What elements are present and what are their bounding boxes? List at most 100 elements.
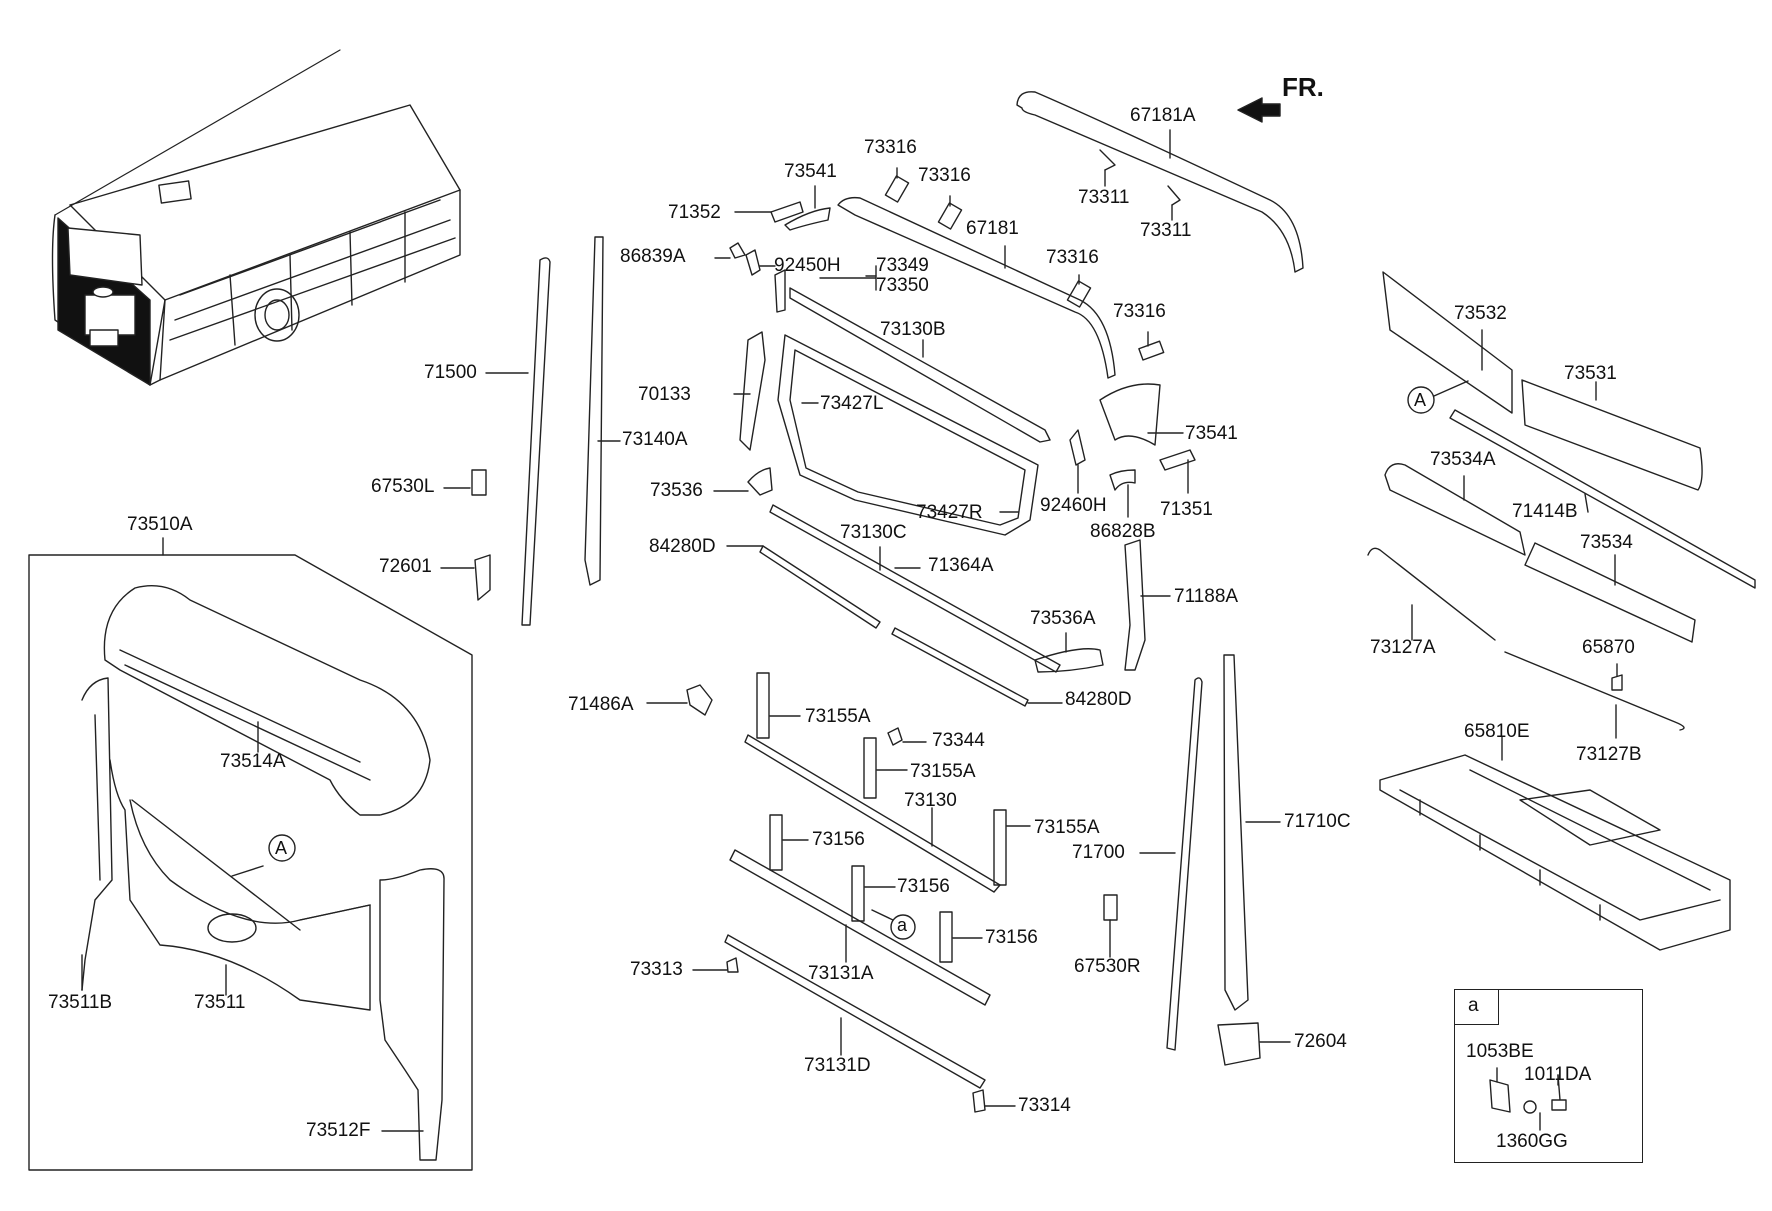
part-label: 73131A <box>808 963 874 984</box>
part-label: 92450H <box>774 255 841 276</box>
part-label: 73534 <box>1580 532 1633 553</box>
part-84280D-left <box>759 545 881 629</box>
part-73534 <box>1524 542 1696 643</box>
part-65810E-frame <box>1379 754 1731 951</box>
part-73156-post-1 <box>769 814 783 871</box>
part-73512F-side <box>379 868 445 1161</box>
part-label: 72601 <box>379 556 432 577</box>
part-73155A-post-3 <box>993 809 1007 886</box>
part-label: 73316 <box>864 137 917 158</box>
group-box-label: 73510A <box>127 514 193 535</box>
part-73127A <box>1367 547 1496 641</box>
part-71710C <box>1223 654 1249 1011</box>
part-label: 71486A <box>568 694 634 715</box>
part-label: 67530L <box>371 476 435 497</box>
part-label: 73531 <box>1564 363 1617 384</box>
part-label: 73313 <box>630 959 683 980</box>
part-label: 73155A <box>805 706 871 727</box>
part-label: 73514A <box>220 751 286 772</box>
part-label: 73534A <box>1430 449 1496 470</box>
ref-circle-a-mid <box>890 914 916 940</box>
ref-circle-A-right <box>1407 386 1435 414</box>
part-label: 73130 <box>904 790 957 811</box>
part-label: 73155A <box>910 761 976 782</box>
ref-marker-A-left: A <box>275 838 288 858</box>
part-label: 71710C <box>1284 811 1351 832</box>
part-73130-bar <box>744 734 1001 893</box>
part-label: 73131D <box>804 1055 871 1076</box>
part-label: 84280D <box>649 536 716 557</box>
part-label: 84280D <box>1065 689 1132 710</box>
part-label: 73130C <box>840 522 907 543</box>
part-73514A-cap <box>103 585 431 816</box>
part-label: 73311 <box>1078 187 1130 208</box>
part-label: 73541 <box>784 161 837 182</box>
part-label: 73512F <box>306 1120 371 1141</box>
part-73131D-bar <box>724 934 986 1089</box>
part-label: 65870 <box>1582 637 1635 658</box>
part-label: 1053BE <box>1466 1041 1534 1062</box>
ref-marker-a-mid: a <box>897 915 908 935</box>
part-73534A <box>1384 463 1526 556</box>
direction-label: FR. <box>1282 72 1324 102</box>
part-label: 73532 <box>1454 303 1507 324</box>
part-label: 73316 <box>918 165 971 186</box>
ref-marker-A-right: A <box>1414 390 1427 410</box>
part-label: 73344 <box>932 730 985 751</box>
part-label: 73156 <box>985 927 1038 948</box>
part-67181A-bar <box>1016 91 1304 273</box>
group-box-outline <box>28 554 473 1171</box>
hardware-inset-box <box>1454 989 1643 1163</box>
part-73127B <box>1504 651 1685 731</box>
part-label: 71188A <box>1174 586 1239 607</box>
part-label: 73314 <box>1018 1095 1071 1116</box>
part-71500 <box>521 257 551 626</box>
part-label: 73156 <box>897 876 950 897</box>
part-label: 73349 <box>876 255 929 276</box>
part-label: 73427L <box>820 393 884 414</box>
part-label: 67181 <box>966 218 1019 239</box>
part-label: 73130B <box>880 319 946 340</box>
part-label: 67530R <box>1074 956 1141 977</box>
part-label: 73536A <box>1030 608 1096 629</box>
part-label: 71700 <box>1072 842 1125 863</box>
part-label: 73140A <box>622 429 688 450</box>
part-73156-post-3 <box>939 911 953 963</box>
part-label: 73316 <box>1046 247 1099 268</box>
part-label: 92460H <box>1040 495 1107 516</box>
part-label: 73156 <box>812 829 865 850</box>
front-direction-arrow <box>1237 97 1281 123</box>
part-label: 86839A <box>620 246 686 267</box>
part-73155A-post-2 <box>863 737 877 799</box>
part-label: 73127A <box>1370 637 1436 658</box>
part-label: 72604 <box>1294 1031 1347 1052</box>
part-label: 70133 <box>638 384 691 405</box>
part-label: 86828B <box>1090 521 1156 542</box>
part-73155A-post-1 <box>756 672 770 739</box>
part-73511B-side <box>81 677 113 991</box>
bus-overview-illustration <box>51 49 461 386</box>
part-label: 71352 <box>668 202 721 223</box>
part-73156-post-2 <box>851 865 865 922</box>
part-label: 67181A <box>1130 105 1196 126</box>
part-label: 1360GG <box>1496 1131 1568 1152</box>
part-73140A <box>584 236 604 586</box>
part-label: 71364A <box>928 555 994 576</box>
part-73131A-bar <box>729 849 991 1006</box>
part-label: 65810E <box>1464 721 1530 742</box>
part-label: 73127B <box>1576 744 1642 765</box>
part-73511-panel <box>109 759 371 1011</box>
part-84280D-right <box>891 627 1029 707</box>
part-label: 73350 <box>876 275 929 296</box>
part-label: 71351 <box>1160 499 1213 520</box>
part-73130B <box>789 287 1051 443</box>
part-71414B <box>1449 409 1756 589</box>
part-label: 73536 <box>650 480 703 501</box>
part-73532 <box>1382 271 1513 414</box>
part-label: 73427R <box>916 502 983 523</box>
part-label: 73511B <box>48 992 113 1013</box>
part-label: 73311 <box>1140 220 1192 241</box>
part-label: 73541 <box>1185 423 1238 444</box>
part-73531 <box>1521 379 1703 491</box>
